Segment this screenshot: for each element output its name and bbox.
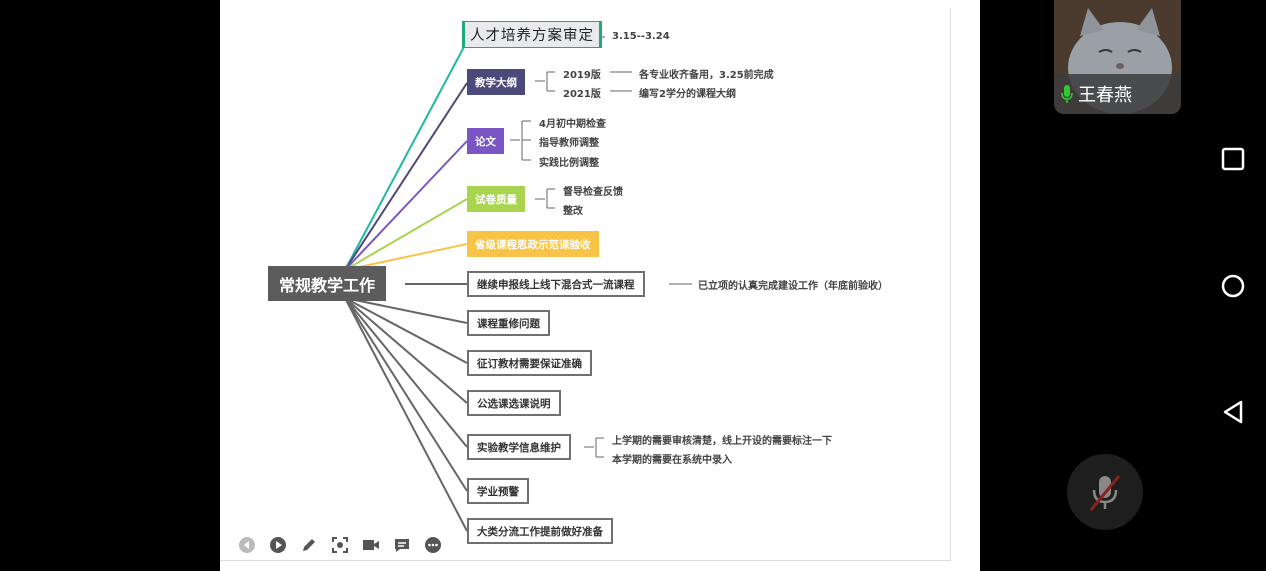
play-icon[interactable] bbox=[267, 534, 289, 556]
syllabus-2019: 2019版 bbox=[563, 70, 601, 81]
node-talent-plan: 人才培养方案审定 bbox=[462, 21, 602, 48]
node-academic-warning: 学业预警 bbox=[467, 478, 529, 504]
node-exam-quality: 试卷质量 bbox=[467, 186, 525, 212]
exam-item: 督导检查反馈 bbox=[563, 187, 623, 198]
slide-frame bbox=[220, 8, 951, 561]
pen-icon[interactable] bbox=[298, 534, 320, 556]
syllabus-2021: 2021版 bbox=[563, 89, 601, 100]
mic-on-icon bbox=[1061, 85, 1073, 103]
node-major-streaming: 大类分流工作提前做好准备 bbox=[467, 518, 613, 544]
thesis-item: 实践比例调整 bbox=[539, 158, 599, 169]
prev-icon[interactable] bbox=[236, 534, 258, 556]
thesis-item: 4月初中期检查 bbox=[539, 119, 606, 130]
more-icon[interactable] bbox=[422, 534, 444, 556]
back-triangle-icon bbox=[1223, 400, 1243, 424]
recents-button[interactable] bbox=[1218, 144, 1248, 174]
participant-video[interactable]: 王春燕 bbox=[1054, 0, 1181, 114]
node-thesis: 论文 bbox=[467, 128, 504, 154]
node-textbook-order: 征订教材需要保证准确 bbox=[467, 350, 592, 376]
shared-slide: 常规教学工作 人才培养方案审定 3.15--3.24 教学大纲 2019版 各专… bbox=[220, 0, 980, 571]
mindmap-connectors bbox=[344, 36, 692, 532]
node-talent-plan-note: 3.15--3.24 bbox=[612, 31, 670, 42]
circle-icon bbox=[1221, 274, 1245, 298]
screenshot-icon[interactable] bbox=[329, 534, 351, 556]
participant-nametag: 王春燕 bbox=[1054, 74, 1181, 114]
node-course-retake: 课程重修问题 bbox=[467, 310, 550, 336]
syllabus-2019-detail: 各专业收齐备用，3.25前完成 bbox=[639, 70, 774, 81]
thesis-item: 指导教师调整 bbox=[539, 138, 599, 149]
node-lab-info: 实验教学信息维护 bbox=[467, 434, 571, 460]
node-talent-plan-label: 人才培养方案审定 bbox=[465, 22, 599, 47]
android-nav-bar bbox=[1200, 0, 1266, 571]
exam-item: 整改 bbox=[563, 206, 583, 217]
presentation-toolbar bbox=[236, 534, 444, 556]
chat-icon[interactable] bbox=[391, 534, 413, 556]
node-elective-course: 公选课选课说明 bbox=[467, 390, 561, 416]
mindmap-root: 常规教学工作 bbox=[268, 266, 387, 301]
syllabus-2021-detail: 编写2学分的课程大纲 bbox=[639, 89, 736, 100]
back-button[interactable] bbox=[1218, 397, 1248, 427]
camera-icon[interactable] bbox=[360, 534, 382, 556]
blended-course-detail: 已立项的认真完成建设工作（年底前验收） bbox=[698, 281, 888, 292]
square-icon bbox=[1221, 147, 1245, 171]
mic-off-icon bbox=[1089, 475, 1121, 511]
lab-info-item: 上学期的需要审核清楚，线上开设的需要标注一下 bbox=[612, 436, 832, 447]
node-syllabus: 教学大纲 bbox=[467, 69, 525, 95]
home-button[interactable] bbox=[1218, 271, 1248, 301]
participant-name: 王春燕 bbox=[1078, 85, 1132, 106]
lab-info-item: 本学期的需要在系统中录入 bbox=[612, 455, 732, 466]
node-blended-course: 继续申报线上线下混合式一流课程 bbox=[467, 271, 645, 297]
node-provincial-course: 省级课程思政示范课验收 bbox=[467, 231, 599, 257]
mute-toggle-button[interactable] bbox=[1067, 454, 1143, 530]
